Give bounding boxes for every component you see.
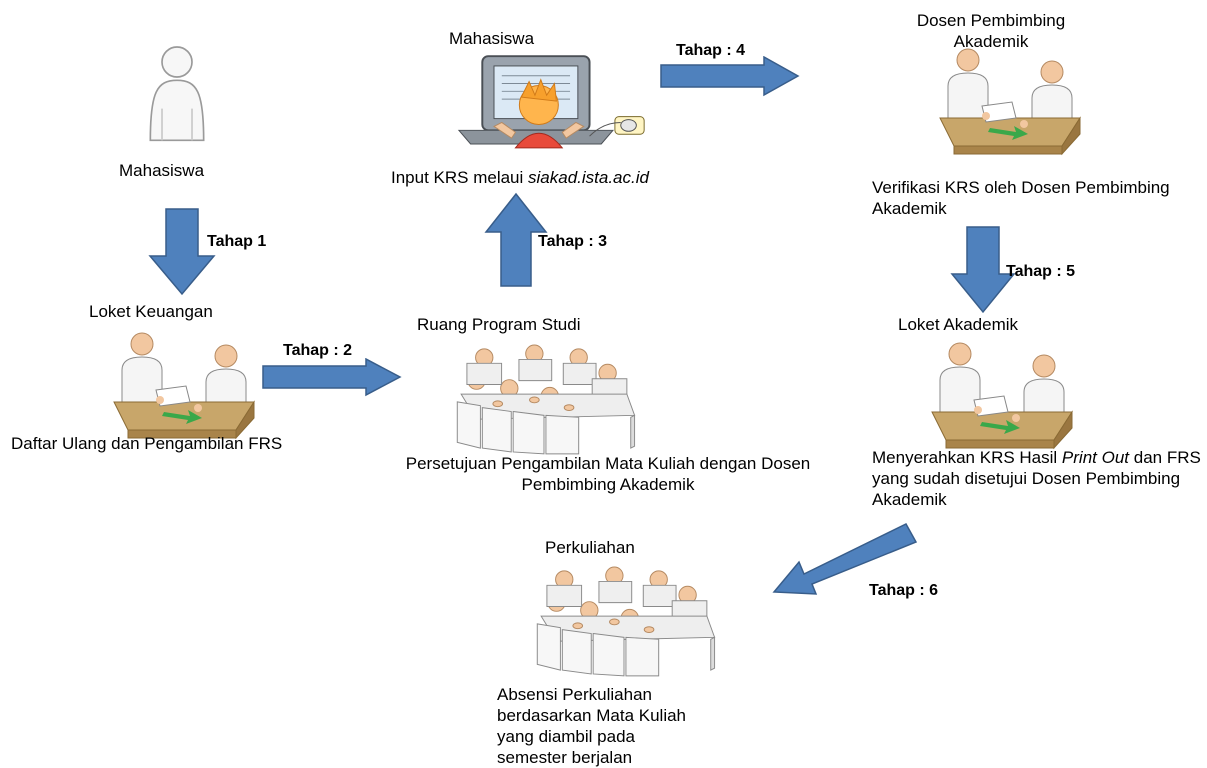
step-3-label: Tahap : 3 [538,233,608,250]
mahasiswa-start-label: Mahasiswa [119,161,205,180]
loket-keuangan-title: Loket Keuangan [89,302,213,321]
advisor-desk-icon [930,46,1090,156]
input-krs-caption: Input KRS melaui siakad.ista.ac.id [391,167,649,188]
step-1-label: Tahap 1 [207,233,267,250]
loket-akademik-caption-2: dan FRS yang sudah disetujui Dosen Pembi… [872,448,1201,509]
arrow-tahap-4 [660,56,800,97]
perkuliahan-caption: Absensi Perkuliahan berdasarkan Mata Kul… [497,685,687,767]
academic-counter-icon [922,340,1082,450]
loket-akademik-caption: Menyerahkan KRS Hasil Print Out dan FRS … [872,447,1202,510]
dosen-pa-caption: Verifikasi KRS oleh Dosen Pembimbing Aka… [872,178,1170,218]
arrow-tahap-6 [772,523,918,595]
loket-akademik-caption-1: Menyerahkan KRS Hasil [872,448,1062,467]
student-person-icon [136,42,218,142]
step-2-label: Tahap : 2 [283,342,353,359]
siakad-url: siakad.ista.ac.id [528,168,649,187]
print-out-text: Print Out [1061,448,1130,467]
input-krs-title: Mahasiswa [449,29,535,48]
computer-student-icon [455,54,650,152]
arrow-tahap-1 [148,208,216,296]
loket-keuangan-caption: Daftar Ulang dan Pengambilan FRS [11,434,283,453]
ruang-prodi-title: Ruang Program Studi [417,315,581,334]
dosen-pa-title: Dosen Pembimbing Akademik [916,11,1066,51]
arrow-tahap-5 [950,226,1016,314]
loket-akademik-title: Loket Akademik [898,315,1019,334]
arrow-tahap-2 [262,358,402,397]
ruang-prodi-caption: Persetujuan Pengambilan Mata Kuliah deng… [405,454,811,494]
arrow-tahap-3 [484,192,548,287]
lecture-room-icon [518,562,730,678]
input-krs-caption-text: Input KRS melaui [391,168,529,187]
step-6-label: Tahap : 6 [869,582,939,599]
step-5-label: Tahap : 5 [1006,263,1076,280]
classroom-icon [438,340,650,456]
step-4-label: Tahap : 4 [676,42,746,59]
finance-counter-icon [104,330,264,440]
perkuliahan-title: Perkuliahan [545,538,635,557]
